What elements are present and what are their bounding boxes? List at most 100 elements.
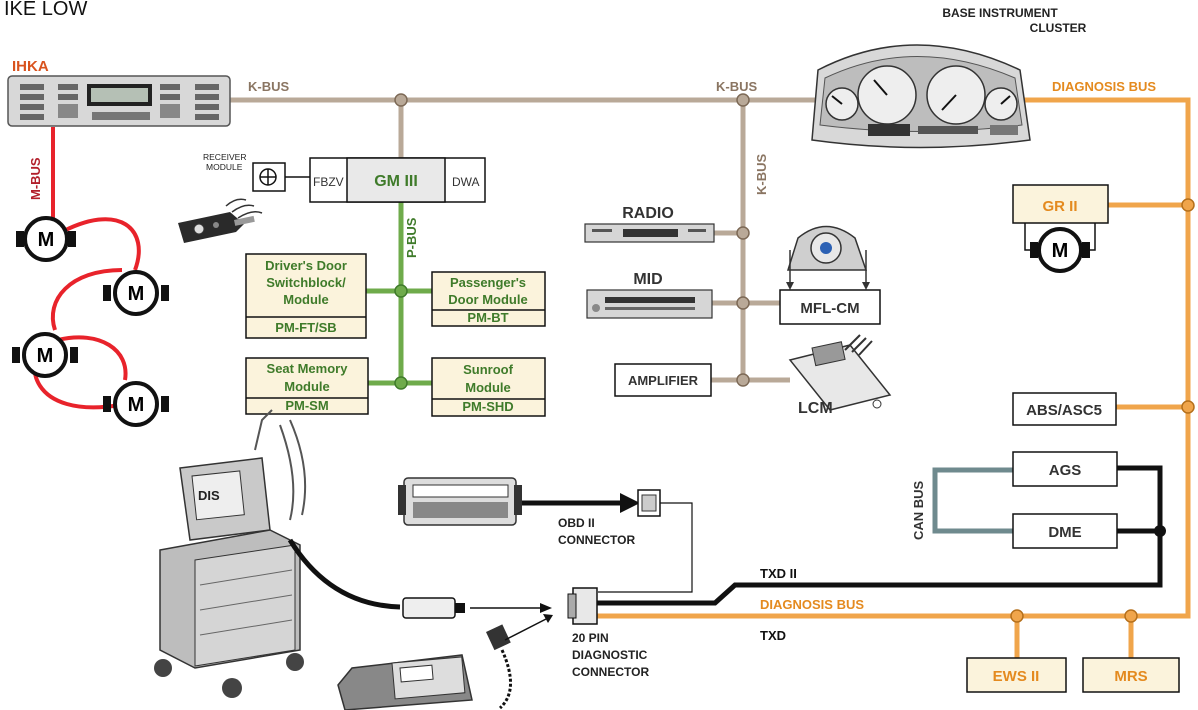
dme-label: DME: [1048, 524, 1081, 541]
pin-label-3: CONNECTOR: [572, 665, 649, 679]
dis-label: DIS: [198, 488, 220, 503]
mrs-label: MRS: [1114, 668, 1147, 685]
driver-line-2: Switchblock/: [266, 275, 346, 290]
can-bus-line: [932, 467, 1013, 534]
driver-line-3: Module: [283, 292, 329, 307]
mfl-cm-box: [779, 289, 881, 325]
junction-k-vert: [736, 93, 750, 107]
key-fob-icon: [178, 198, 263, 243]
ews-label: EWS II: [993, 668, 1040, 685]
motor-label: M: [128, 394, 145, 416]
gm-label: GM III: [374, 173, 418, 190]
motor-label: M: [1052, 240, 1069, 262]
ags-box: [1012, 451, 1118, 487]
txd-label: TXD: [760, 628, 786, 643]
driver-code: PM-FT/SB: [275, 320, 336, 335]
diagnosis-bus-top-label: DIAGNOSIS BUS: [1052, 79, 1156, 94]
abs-label: ABS/ASC5: [1026, 402, 1102, 419]
lcm-unit: [788, 334, 892, 411]
junction-k-radio: [736, 226, 750, 240]
junction-k-amp: [736, 373, 750, 387]
obd-arrow: [620, 493, 640, 513]
amplifier-label: AMPLIFIER: [628, 373, 699, 388]
dis-tester-cart: [154, 409, 307, 698]
k-bus-vert-label: K-BUS: [754, 154, 769, 195]
m-bus-loop-1: [57, 217, 141, 271]
obd-to-20pin-wire: [598, 502, 693, 593]
seat-line-2: Module: [284, 379, 330, 394]
cluster-label-2: CLUSTER: [1030, 21, 1087, 35]
motor-m-3: M: [12, 332, 78, 378]
gr-label: GR II: [1042, 198, 1077, 215]
seat-memory-module: [245, 357, 369, 415]
mfl-label: MFL-CM: [800, 300, 859, 317]
radio-unit: [584, 223, 715, 243]
mid-label: MID: [633, 271, 662, 288]
junction-diag-mrs: [1124, 609, 1138, 623]
diagnosis-bus-line: [568, 97, 1191, 619]
p-bus-label: P-BUS: [404, 217, 419, 258]
receiver-label-2: MODULE: [206, 162, 243, 172]
k-bus-label-1: K-BUS: [248, 79, 289, 94]
motor-label: M: [38, 229, 55, 251]
motor-m-4: M: [103, 381, 169, 427]
instrument-cluster: [811, 44, 1031, 149]
seat-code: PM-SM: [285, 398, 328, 413]
obd-connector-plug: [637, 489, 661, 517]
handheld-cable: [498, 649, 512, 710]
sun-line-1: Sunroof: [463, 362, 513, 377]
m-bus-label: M-BUS: [28, 157, 43, 200]
cluster-label-1: BASE INSTRUMENT: [942, 6, 1058, 20]
ews-ii-box: [966, 657, 1067, 693]
driver-line-1: Driver's Door: [265, 258, 347, 273]
pass-code: PM-BT: [467, 310, 508, 325]
driver-door-module: [245, 253, 367, 339]
junction-k-gm: [394, 93, 408, 107]
handheld-tester: [337, 624, 511, 710]
sunroof-module: [431, 357, 546, 417]
fbzv-label: FBZV: [313, 175, 344, 189]
dis-cable: [287, 538, 401, 610]
pin-label-2: DIAGNOSTIC: [572, 648, 648, 662]
ihka-label: IHKA: [12, 58, 49, 75]
junction-diag-abs: [1181, 400, 1195, 414]
ags-label: AGS: [1049, 462, 1082, 479]
passenger-door-module: [431, 271, 546, 327]
receiver-module: [252, 162, 310, 192]
sun-line-2: Module: [465, 380, 511, 395]
txd-ii-label: TXD II: [760, 566, 797, 581]
obd-label-2: CONNECTOR: [558, 533, 635, 547]
obd-label-1: OBD II: [558, 516, 595, 530]
gm-iii-module: [309, 157, 486, 203]
handheld-arrow-head: [543, 614, 553, 623]
dme-box: [1012, 513, 1118, 549]
motor-label: M: [128, 283, 145, 305]
pass-line-1: Passenger's: [450, 275, 526, 290]
m-bus-loop-3: [57, 335, 128, 381]
sun-code: PM-SHD: [462, 399, 513, 414]
dwa-label: DWA: [452, 175, 480, 189]
20-pin-connector: [567, 587, 598, 625]
abs-asc5-box: [1012, 392, 1117, 426]
lcm-label: LCM: [798, 400, 833, 417]
diagnosis-bus-bottom-label: DIAGNOSIS BUS: [760, 597, 864, 612]
motor-label: M: [37, 345, 54, 367]
handheld-arrow-line: [504, 617, 549, 641]
ihka-panel: [7, 75, 231, 127]
radio-label: RADIO: [622, 205, 674, 222]
motor-m-gr: M: [1030, 227, 1090, 273]
page-title: IKE LOW: [4, 0, 87, 20]
pin-label-1: 20 PIN: [572, 631, 609, 645]
amplifier-box: [614, 363, 712, 397]
dis-adapter-plug: [402, 597, 465, 619]
junction-diag-gr: [1181, 198, 1195, 212]
receiver-label-1: RECEIVER: [203, 152, 246, 162]
gr-ii-box: [1012, 184, 1109, 224]
obd-scanner: [398, 477, 522, 526]
m-bus-loop-2: [50, 268, 123, 331]
junction-diag-ews: [1010, 609, 1024, 623]
mrs-box: [1082, 657, 1180, 693]
junction-p-driver: [394, 284, 408, 298]
